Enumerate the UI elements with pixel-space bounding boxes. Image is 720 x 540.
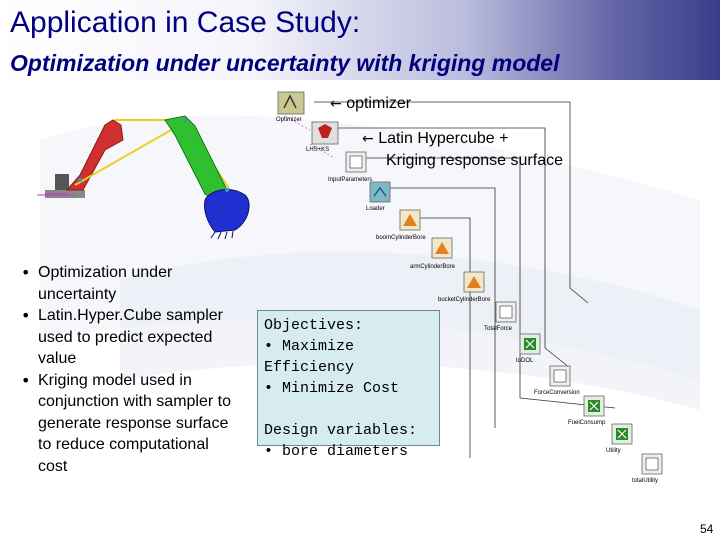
matlab-icon xyxy=(435,242,449,254)
excavator-bucket xyxy=(204,189,250,233)
matlab-icon xyxy=(467,276,481,288)
workflow-node-fuel-consump[interactable]: FuelConsump xyxy=(568,395,606,426)
workflow-node-label: LHS+KS xyxy=(306,147,329,153)
script-icon xyxy=(645,457,659,471)
page-number: 54 xyxy=(700,522,714,536)
workflow-node-label: armCylinderBore xyxy=(410,264,456,270)
left-arrow-icon: ← xyxy=(362,131,374,147)
workflow-node-bucket-cylinder-bore[interactable]: bucketCylinderBore xyxy=(438,271,491,303)
workflow-node-lhs-ks[interactable]: LHS+KS xyxy=(306,121,339,153)
script-icon xyxy=(499,305,513,319)
bullet-item: •Kriging model used in conjunction with … xyxy=(21,370,231,475)
excavator-arm xyxy=(164,115,228,201)
objectives-heading: Objectives: xyxy=(264,317,364,334)
workflow-node-label: FuelConsump xyxy=(568,420,606,426)
objective-item: • Maximize Efficiency xyxy=(264,338,355,376)
optimizer-icon xyxy=(283,94,297,109)
bullet-list: •Optimization under uncertainty •Latin.H… xyxy=(18,262,238,477)
workflow-node-utility[interactable]: Utility xyxy=(606,423,633,454)
excavator-boom xyxy=(65,119,124,191)
slide-title: Application in Case Study: xyxy=(10,6,361,39)
workflow-node-input-parameters[interactable]: InputParameters xyxy=(328,151,372,183)
hydraulic-cylinder-boom xyxy=(74,121,186,186)
design-variable-item: • bore diameters xyxy=(264,443,409,460)
workflow-node-label: ForceConversion xyxy=(534,390,580,396)
workflow-node-total-utility[interactable]: totalUtility xyxy=(632,453,663,484)
kriging-icon xyxy=(318,124,332,138)
script-icon xyxy=(349,155,363,169)
excavator-model-image xyxy=(37,115,250,240)
workflow-node-label: toDOL xyxy=(516,358,534,364)
bullet-dot-icon: • xyxy=(21,370,31,390)
workflow-node-loader[interactable]: Loader xyxy=(366,181,391,212)
matlab-icon xyxy=(403,214,417,226)
workflow-node-label: Optimizer xyxy=(276,117,302,123)
bullet-item: •Optimization under uncertainty xyxy=(21,263,173,303)
workflow-node-total-force[interactable]: TotalForce xyxy=(484,301,517,332)
workflow-node-label: totalUtility xyxy=(632,478,658,484)
design-variables-heading: Design variables: xyxy=(264,422,418,439)
header-gradient-band xyxy=(0,0,720,80)
workflow-node-label: Utility xyxy=(606,448,621,454)
objective-item: • Minimize Cost xyxy=(264,380,400,397)
optimizer-callout: ← optimizer xyxy=(330,95,411,113)
workflow-node-force-conversion[interactable]: ForceConversion xyxy=(534,365,580,396)
workflow-node-label: boomCylinderBore xyxy=(376,235,426,241)
bullet-dot-icon: • xyxy=(21,306,31,325)
slide-subtitle: Optimization under uncertainty with krig… xyxy=(10,50,560,76)
workflow-node-label: bucketCylinderBore xyxy=(438,297,491,303)
latin-callout-line1: Latin Hypercube + xyxy=(378,130,509,147)
script-icon xyxy=(553,369,567,383)
left-arrow-icon: ← xyxy=(330,96,342,112)
workflow-node-label: Loader xyxy=(366,206,385,212)
workflow-node-label: TotalForce xyxy=(484,326,513,332)
optimizer-callout-text: optimizer xyxy=(346,95,412,112)
latin-hypercube-callout: ← Latin Hypercube + Kriging response sur… xyxy=(362,128,563,171)
loader-icon xyxy=(373,187,387,197)
bullet-item: •Latin.Hyper.Cube sampler used to predic… xyxy=(21,306,223,367)
workflow-node-label: InputParameters xyxy=(328,177,372,183)
bullet-dot-icon: • xyxy=(21,263,31,282)
workflow-diagram: Optimizer LHS+KS InputParameters Loader … xyxy=(276,91,663,484)
latin-callout-line2: Kriging response surface xyxy=(386,152,563,169)
objectives-box: Objectives: • Maximize Efficiency • Mini… xyxy=(257,310,440,460)
workflow-node-arm-cylinder-bore[interactable]: armCylinderBore xyxy=(410,237,456,270)
workflow-connectors xyxy=(314,101,616,458)
workflow-node-to-dol[interactable]: toDOL xyxy=(516,333,541,364)
workflow-node-optimizer[interactable]: Optimizer xyxy=(276,91,305,123)
excavator-cab xyxy=(55,174,69,194)
workflow-node-boom-cylinder-bore[interactable]: boomCylinderBore xyxy=(376,209,426,241)
